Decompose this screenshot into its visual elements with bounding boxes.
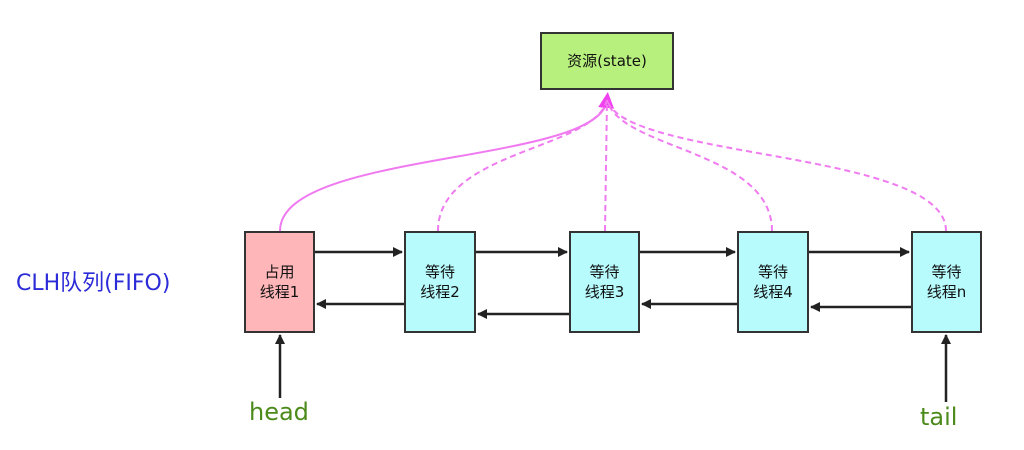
wait-link-4 (606, 99, 773, 232)
acquire-link (279, 92, 615, 232)
thread-status: 等待 (424, 263, 455, 281)
thread-node-2: 等待 线程2 (404, 231, 476, 333)
thread-name: 线程4 (753, 283, 793, 301)
queue-label: CLH队列(FIFO) (16, 271, 171, 296)
wait-link-n (606, 99, 947, 232)
tail-label: tail (920, 403, 958, 431)
thread-node-3: 等待 线程3 (569, 231, 640, 333)
wait-link-2 (437, 99, 608, 232)
thread-node-1: 占用 线程1 (244, 231, 315, 333)
thread-status: 等待 (757, 263, 788, 281)
thread-name: 线程3 (584, 283, 625, 301)
thread-node-n: 等待 线程n (911, 231, 982, 333)
resource-label: 资源(state) (567, 52, 647, 70)
thread-status: 等待 (589, 263, 620, 281)
thread-name: 线程2 (420, 283, 460, 301)
thread-status: 等待 (931, 263, 962, 281)
resource-state-box: 资源(state) (540, 32, 674, 90)
head-label: head (249, 398, 309, 426)
wait-link-3 (604, 99, 608, 232)
thread-name: 线程n (926, 283, 967, 301)
thread-name: 线程1 (259, 283, 300, 301)
thread-status: 占用 (264, 263, 295, 281)
thread-node-4: 等待 线程4 (737, 231, 809, 333)
